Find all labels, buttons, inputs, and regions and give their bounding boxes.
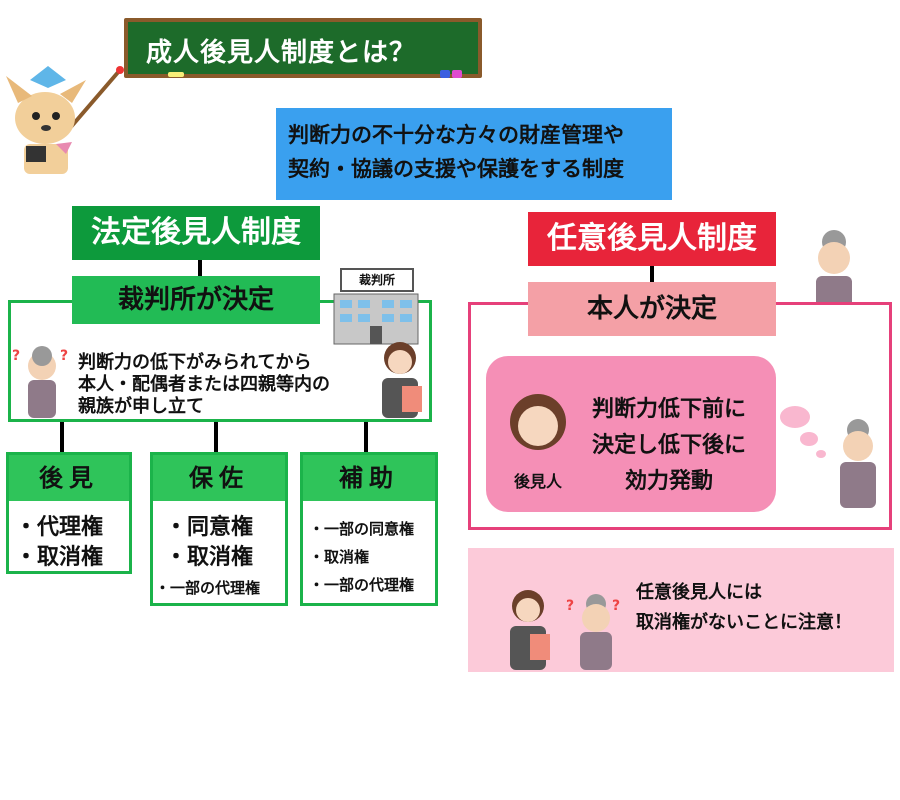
note-text: 任意後見人には 取消権がないことに注意！	[636, 578, 852, 638]
svg-text:?: ?	[612, 598, 620, 614]
svg-text:?: ?	[12, 348, 20, 364]
legal-guardianship-header: 法定後見人制度	[72, 206, 320, 260]
definition-line-1: 判断力の不十分な方々の財産管理や	[288, 123, 624, 147]
elderly-confused-icon: ? ?	[566, 594, 620, 670]
elderly-confused-icon: ? ?	[12, 346, 68, 418]
voluntary-bubble-text: 判断力低下前に 決定し低下後に 効力発動	[574, 392, 764, 500]
type-item: ・取消権	[15, 545, 104, 570]
graduation-cap	[30, 66, 66, 88]
legal-description: 判断力の低下がみられてから 本人・配偶者または四親等内の 親族が申し立て	[78, 352, 330, 418]
book	[26, 146, 46, 162]
legal-description-line-3: 親族が申し立て	[78, 396, 204, 417]
thought-dot	[780, 406, 810, 428]
connector-line	[198, 260, 202, 278]
connector-line	[214, 422, 218, 452]
guardian-woman-icon	[510, 394, 566, 450]
definition-box: 判断力の不十分な方々の財産管理や 契約・協議の支援や保護をする制度	[276, 108, 672, 200]
type-box-hosa: 保佐 ・同意権 ・取消権 ・一部の代理権	[150, 452, 288, 606]
connector-line	[60, 422, 64, 452]
court-building-icon	[333, 293, 419, 345]
thought-dot	[816, 450, 826, 458]
note-line-1: 任意後見人には	[636, 582, 762, 603]
court-decides-label: 裁判所が決定	[72, 276, 320, 324]
type-item: ・取消権	[309, 548, 370, 566]
page-title: 成人後見人制度とは？	[146, 38, 417, 68]
type-item: ・一部の代理権	[309, 576, 415, 594]
type-box-hojo: 補助 ・一部の同意権 ・取消権 ・一部の代理権	[300, 452, 438, 606]
dog-ear-left	[6, 76, 32, 103]
type-item: ・一部の代理権	[155, 579, 261, 597]
dog-ear-right	[60, 80, 86, 103]
type-item: ・代理権	[15, 515, 104, 540]
bubble-line-3: 効力発動	[624, 469, 713, 494]
chalk-yellow	[168, 72, 184, 77]
chalk-blue	[440, 70, 450, 78]
dog-head	[15, 92, 75, 144]
type-item: ・同意権	[165, 515, 254, 540]
pointer-tip	[116, 66, 124, 74]
voluntary-guardianship-header: 任意後見人制度	[528, 212, 776, 266]
thought-dot	[800, 432, 818, 446]
dog-teacher-illustration	[6, 66, 124, 174]
type-header: 後見	[9, 455, 129, 501]
woman-pointing-icon	[510, 590, 550, 670]
court-sign: 裁判所	[340, 268, 414, 292]
guardian-label: 後見人	[514, 472, 563, 491]
type-header: 保佐	[153, 455, 285, 501]
type-item: ・一部の同意権	[309, 520, 415, 538]
legal-description-line-1: 判断力の低下がみられてから	[78, 352, 312, 373]
elderly-woman-icon	[840, 419, 876, 508]
type-box-kouken: 後見 ・代理権 ・取消権	[6, 452, 132, 574]
pointer-stick	[68, 68, 122, 130]
type-header: 補助	[303, 455, 435, 501]
chalk-pink	[452, 70, 462, 78]
scarf	[56, 142, 72, 154]
svg-text:?: ?	[60, 348, 68, 364]
connector-line	[364, 422, 368, 452]
legal-description-line-2: 本人・配偶者または四親等内の	[78, 374, 330, 395]
self-decides-label: 本人が決定	[528, 282, 776, 336]
note-line-2: 取消権がないことに注意！	[636, 612, 852, 633]
type-item: ・取消権	[165, 545, 254, 570]
bubble-line-2: 決定し低下後に	[591, 433, 746, 458]
definition-line-2: 契約・協議の支援や保護をする制度	[288, 157, 624, 181]
bubble-line-1: 判断力低下前に	[591, 397, 746, 422]
title-blackboard: 成人後見人制度とは？	[124, 18, 482, 78]
svg-text:?: ?	[566, 598, 574, 614]
connector-line	[650, 266, 654, 284]
woman-guardian-icon	[382, 342, 422, 418]
